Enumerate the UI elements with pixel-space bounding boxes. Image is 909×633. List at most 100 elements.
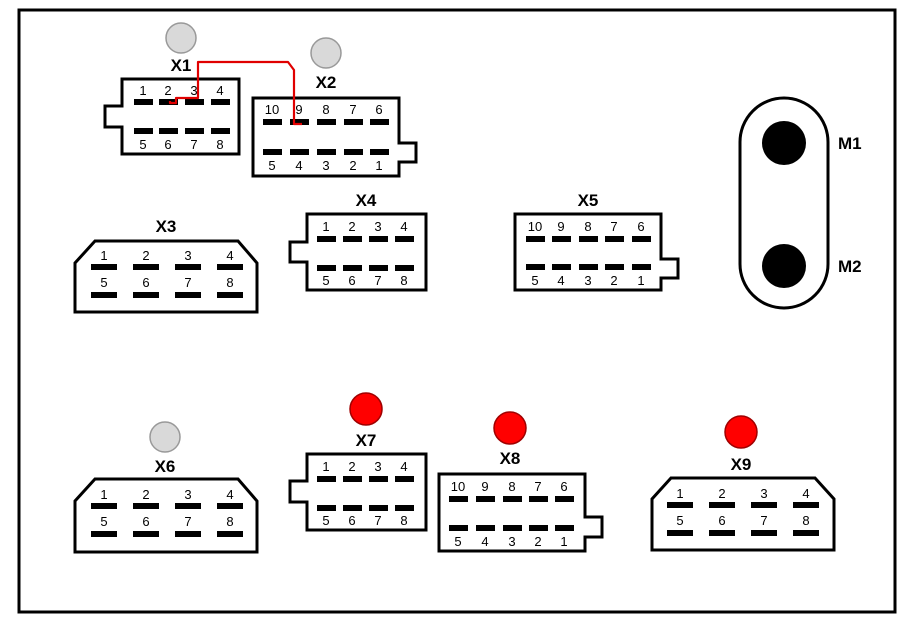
connector-x8[interactable]: X8 10 9 8 7 6 5 4 3 2 1	[437, 411, 604, 553]
pin-number: 8	[226, 514, 233, 529]
connector-x9[interactable]: X9 1 2 3 4 5 6 7 8	[650, 415, 836, 552]
pin-contact	[793, 530, 819, 536]
connector-x5[interactable]: X5 10 9 8 7 6 5 4 3 2 1	[513, 191, 680, 292]
pin-contact	[343, 265, 362, 271]
connector-x3-body	[73, 239, 259, 314]
pin-number: 1	[560, 534, 567, 549]
mount-hole-m2[interactable]	[762, 244, 806, 288]
connector-x5-top-pins: 10 9 8 7 6	[526, 219, 651, 242]
pin-contact	[709, 502, 735, 508]
pin-number: 8	[400, 273, 407, 288]
pin-contact	[503, 496, 522, 502]
pin-contact	[449, 496, 468, 502]
connector-x3[interactable]: X3 1 2 3 4 5 6 7 8	[73, 217, 259, 314]
connector-x1-body	[103, 77, 241, 156]
pin-number: 4	[216, 83, 223, 98]
pin-number: 5	[100, 275, 107, 290]
connector-x6-top-pins: 1 2 3 4	[91, 487, 243, 509]
pin-number: 3	[322, 158, 329, 173]
connector-x1[interactable]: X1 1 2 3 4 5 6 7 8	[103, 22, 241, 156]
pin-number: 4	[226, 248, 233, 263]
pin-contact	[605, 236, 624, 242]
pin-number: 8	[508, 479, 515, 494]
pin-number: 4	[400, 459, 407, 474]
mount-m1-label: M1	[838, 134, 862, 153]
pin-contact	[134, 128, 153, 134]
pin-number: 1	[322, 219, 329, 234]
pin-number: 4	[400, 219, 407, 234]
indicator-light-red	[349, 392, 383, 426]
pin-contact	[133, 292, 159, 298]
pin-contact	[175, 292, 201, 298]
connector-x6-label: X6	[155, 457, 176, 476]
pin-contact	[134, 99, 153, 105]
pin-contact	[709, 530, 735, 536]
pin-number: 8	[584, 219, 591, 234]
pin-number: 10	[528, 219, 542, 234]
pin-contact	[605, 264, 624, 270]
mount-hole-m1[interactable]	[762, 121, 806, 165]
pin-contact	[133, 264, 159, 270]
connector-x4-top-pins: 1 2 3 4	[317, 219, 414, 242]
pin-contact	[476, 525, 495, 531]
pin-number: 5	[454, 534, 461, 549]
pin-number: 1	[637, 273, 644, 288]
connector-x1-top-pins: 1 2 3 4	[134, 83, 230, 105]
pin-number: 10	[265, 102, 279, 117]
pin-contact	[476, 496, 495, 502]
pin-contact	[159, 99, 178, 105]
pin-contact	[91, 264, 117, 270]
pin-number: 7	[374, 513, 381, 528]
pin-number: 9	[295, 102, 302, 117]
pin-number: 7	[610, 219, 617, 234]
connector-x6[interactable]: X6 1 2 3 4 5 6 7 8	[73, 421, 259, 554]
pin-contact	[369, 265, 388, 271]
pin-contact	[552, 264, 571, 270]
connector-x8-bottom-pins: 5 4 3 2 1	[449, 525, 574, 549]
pin-number: 7	[374, 273, 381, 288]
pin-contact	[133, 503, 159, 509]
pin-number: 7	[190, 137, 197, 152]
pin-contact	[290, 119, 309, 125]
pin-contact	[667, 502, 693, 508]
connector-x4-bottom-pins: 5 6 7 8	[317, 265, 414, 288]
pin-contact	[395, 476, 414, 482]
pin-contact	[175, 503, 201, 509]
pin-number: 7	[184, 275, 191, 290]
connector-x3-top-pins: 1 2 3 4	[91, 248, 243, 270]
indicator-light-red	[493, 411, 527, 445]
connector-x7[interactable]: X7 1 2 3 4 5 6 7 8	[288, 392, 428, 532]
pin-contact	[343, 476, 362, 482]
pin-contact	[317, 236, 336, 242]
pin-contact	[369, 476, 388, 482]
pin-contact	[317, 119, 336, 125]
connector-x2-top-pins: 10 9 8 7 6	[263, 102, 389, 125]
pin-number: 7	[349, 102, 356, 117]
connector-x4[interactable]: X4 1 2 3 4 5 6 7 8	[288, 191, 428, 292]
connector-x5-body	[513, 212, 680, 292]
pin-number: 7	[184, 514, 191, 529]
indicator-light-grey	[149, 421, 181, 453]
pin-number: 6	[637, 219, 644, 234]
indicator-light-grey	[310, 37, 342, 69]
connector-x9-top-pins: 1 2 3 4	[667, 486, 819, 508]
pin-number: 5	[139, 137, 146, 152]
pin-number: 4	[557, 273, 564, 288]
pin-contact	[175, 531, 201, 537]
pin-contact	[343, 505, 362, 511]
pin-contact	[632, 264, 651, 270]
connector-x2[interactable]: X2 10 9 8 7 6 5 4 3 2 1	[251, 37, 418, 178]
pin-number: 1	[100, 248, 107, 263]
mount-m2-label: M2	[838, 257, 862, 276]
pin-number: 5	[322, 273, 329, 288]
mount-plate: M1 M2	[738, 96, 862, 310]
pin-number: 1	[375, 158, 382, 173]
connector-x3-bottom-pins: 5 6 7 8	[91, 275, 243, 298]
pin-contact	[217, 264, 243, 270]
pin-number: 6	[348, 273, 355, 288]
pin-number: 3	[374, 219, 381, 234]
pin-contact	[751, 502, 777, 508]
pin-contact	[395, 505, 414, 511]
pin-contact	[579, 236, 598, 242]
pin-contact	[185, 99, 204, 105]
